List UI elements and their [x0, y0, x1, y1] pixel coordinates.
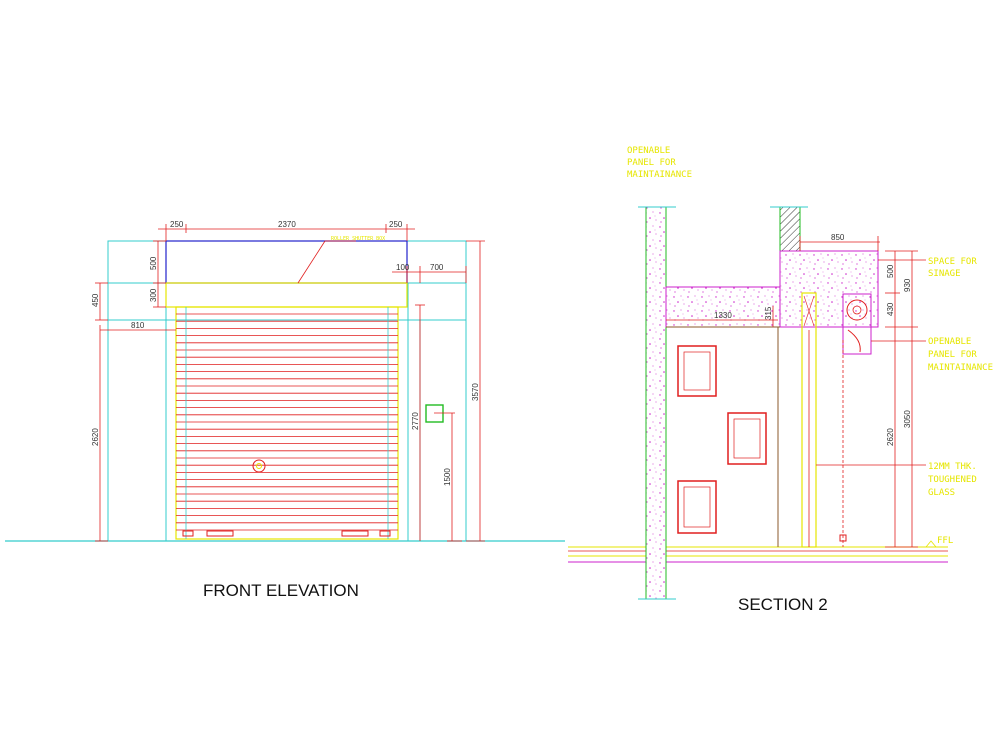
note-glass: 12MM THK. — [928, 462, 977, 472]
switch-box — [425, 404, 444, 423]
dim-2620-section: 2620 — [886, 428, 895, 446]
left-column — [645, 206, 667, 600]
section-2-title: SECTION 2 — [738, 595, 828, 614]
svg-text:TOUGHENED: TOUGHENED — [928, 475, 977, 485]
dim-700: 700 — [430, 263, 444, 272]
rolling-shutter — [175, 306, 399, 540]
dim-2770: 2770 — [411, 412, 420, 430]
dim-1330: 1330 — [714, 311, 732, 320]
dim-3050: 3050 — [903, 410, 912, 428]
wall-panel — [677, 345, 717, 397]
shutter-box — [165, 240, 408, 284]
note-ffl: FFL — [937, 536, 953, 546]
dim-500-section: 500 — [886, 264, 895, 278]
dim-930: 930 — [903, 278, 912, 292]
wall-panel — [677, 480, 717, 534]
note-openable-right: OPENABLE — [928, 337, 971, 347]
section-2: 850 500 930 430 1330 315 2620 3050 OPENA… — [568, 146, 993, 614]
front-dimension-lines — [95, 224, 485, 542]
dim-300: 300 — [149, 288, 158, 302]
dim-450: 450 — [91, 293, 100, 307]
beam — [779, 250, 879, 328]
shutter-roll-box — [842, 293, 872, 355]
front-elevation-title: FRONT ELEVATION — [203, 581, 359, 600]
lintel-band — [165, 282, 408, 308]
svg-text:GLASS: GLASS — [928, 488, 955, 498]
svg-text:SINAGE: SINAGE — [928, 269, 961, 279]
dim-315: 315 — [764, 306, 773, 320]
floor-handle-left — [182, 530, 194, 537]
svg-text:PANEL FOR: PANEL FOR — [627, 158, 676, 168]
svg-text:MAINTAINANCE: MAINTAINANCE — [627, 170, 692, 180]
slab — [665, 286, 781, 328]
svg-text:PANEL FOR: PANEL FOR — [928, 350, 977, 360]
dim-850: 850 — [831, 233, 845, 242]
shutter-lock — [252, 459, 266, 473]
dim-430: 430 — [886, 302, 895, 316]
svg-text:MAINTAINANCE: MAINTAINANCE — [928, 363, 993, 373]
dim-2370: 2370 — [278, 220, 296, 229]
shutter-box-note: ROLLER SHUTTER BOX — [331, 236, 385, 242]
shutter-slats — [176, 313, 398, 531]
dim-100: 100 — [396, 263, 410, 272]
wall-panel — [727, 412, 767, 465]
dim-500: 500 — [149, 256, 158, 270]
dim-810: 810 — [131, 321, 145, 330]
outer-frame — [107, 240, 467, 542]
shutter-roll — [846, 299, 868, 321]
section-dimension-lines — [666, 236, 926, 548]
floor-handle-right — [379, 530, 391, 537]
ffl-marker — [925, 540, 937, 548]
dim-3570: 3570 — [471, 383, 480, 401]
note-space-signage: SPACE FOR — [928, 257, 977, 267]
front-elevation: ROLLER SHUTTER BOX — [5, 220, 565, 600]
dim-250-left: 250 — [170, 220, 184, 229]
dim-250-right: 250 — [389, 220, 403, 229]
dim-1500: 1500 — [443, 468, 452, 486]
dim-2620: 2620 — [91, 428, 100, 446]
note-openable-top: OPENABLE — [627, 146, 670, 156]
